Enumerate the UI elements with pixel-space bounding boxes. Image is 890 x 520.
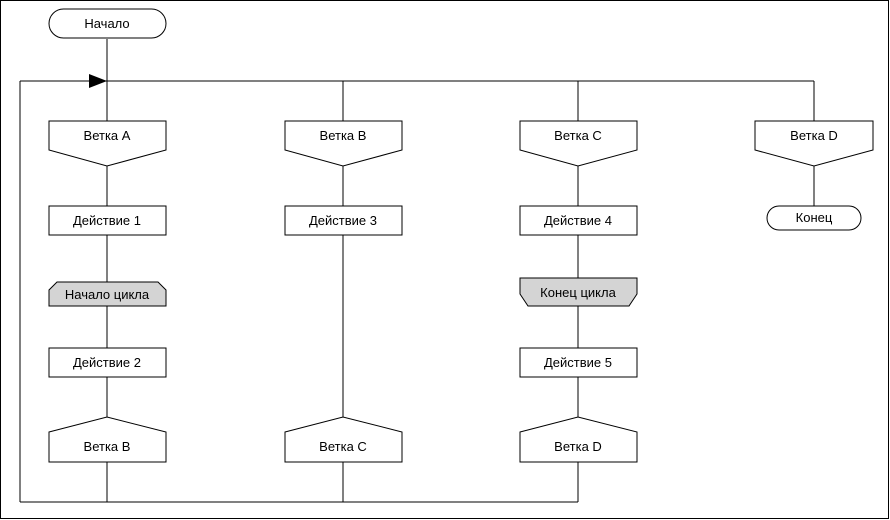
loop-end-label: Конец цикла <box>540 285 616 300</box>
action-4-block[interactable]: Действие 4 <box>519 205 638 236</box>
action-2-block[interactable]: Действие 2 <box>48 347 167 378</box>
action-3-block[interactable]: Действие 3 <box>284 205 403 236</box>
goto-branch-c-label: Ветка C <box>319 439 367 454</box>
end-terminator[interactable]: Конец <box>766 205 862 231</box>
action-5-label: Действие 5 <box>544 355 612 370</box>
goto-branch-c-block[interactable]: Ветка C <box>284 416 403 463</box>
action-1-block[interactable]: Действие 1 <box>48 205 167 236</box>
start-label: Начало <box>84 16 129 31</box>
loop-start-label: Начало цикла <box>65 287 150 302</box>
flow-arrow-icon <box>89 74 107 88</box>
action-3-label: Действие 3 <box>309 213 377 228</box>
branch-d-header[interactable]: Ветка D <box>754 120 874 167</box>
branch-b-header[interactable]: Ветка B <box>284 120 403 167</box>
action-2-label: Действие 2 <box>73 355 141 370</box>
goto-branch-b-block[interactable]: Ветка B <box>48 416 167 463</box>
action-1-label: Действие 1 <box>73 213 141 228</box>
start-terminator[interactable]: Начало <box>48 8 167 39</box>
branch-c-label: Ветка C <box>554 128 602 143</box>
loop-end-block[interactable]: Конец цикла <box>519 277 638 307</box>
branch-b-label: Ветка B <box>320 128 367 143</box>
action-5-block[interactable]: Действие 5 <box>519 347 638 378</box>
goto-branch-d-block[interactable]: Ветка D <box>519 416 638 463</box>
branch-a-header[interactable]: Ветка A <box>48 120 167 167</box>
goto-branch-b-label: Ветка B <box>84 439 131 454</box>
branch-c-header[interactable]: Ветка C <box>519 120 638 167</box>
goto-branch-d-label: Ветка D <box>554 439 602 454</box>
branch-d-label: Ветка D <box>790 128 838 143</box>
action-4-label: Действие 4 <box>544 213 612 228</box>
branch-a-label: Ветка A <box>84 128 131 143</box>
end-label: Конец <box>796 210 833 225</box>
loop-start-block[interactable]: Начало цикла <box>48 281 167 307</box>
